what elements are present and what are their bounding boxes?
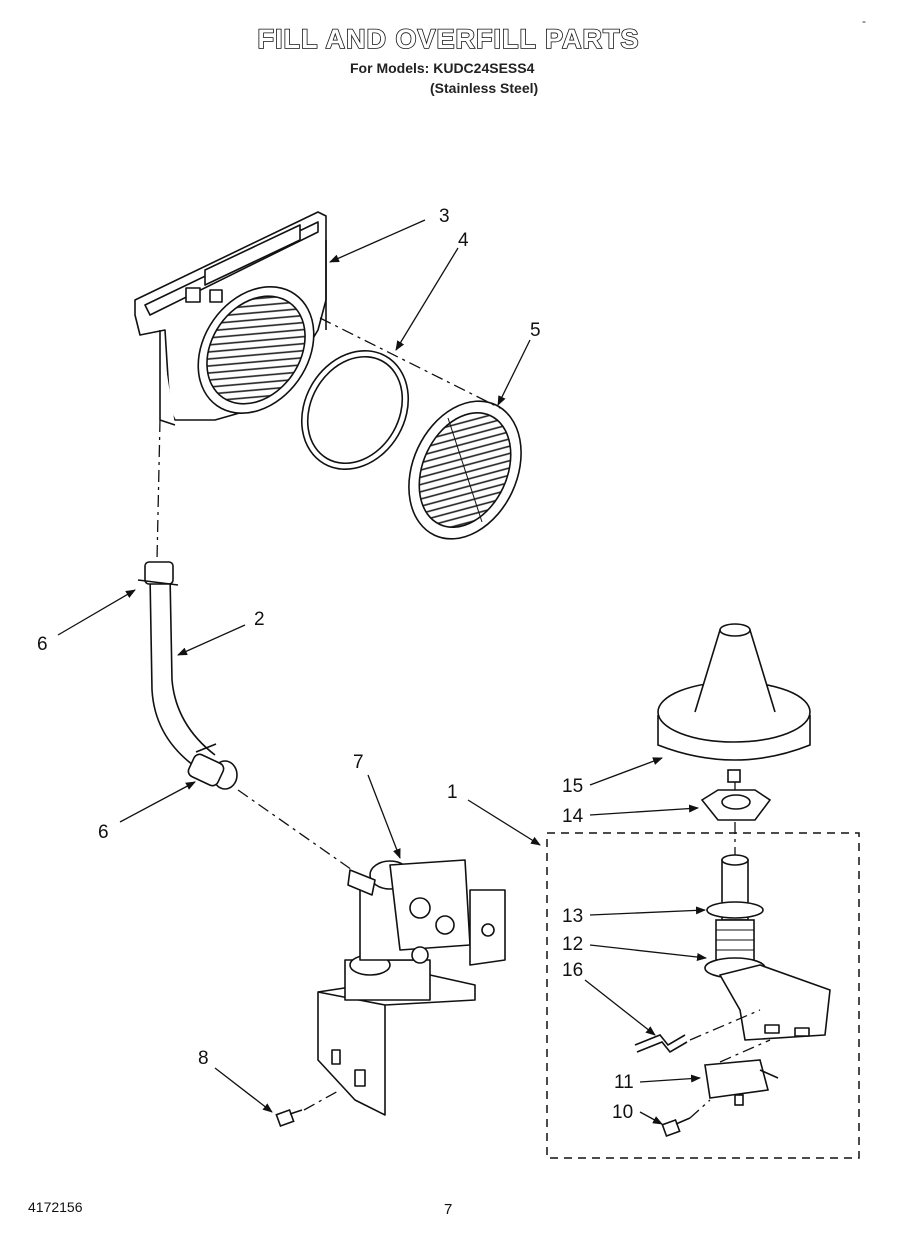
callout-1: 1	[447, 782, 458, 803]
callout-6-lower: 6	[98, 822, 109, 843]
fill-hose	[149, 574, 216, 771]
float-switch-group-box	[546, 832, 860, 1159]
models-line: For Models: KUDC24SESS4	[350, 60, 535, 76]
callout-13: 13	[562, 906, 583, 927]
assembly-lines	[156, 317, 771, 1119]
screw-10	[661, 1117, 691, 1138]
callout-14: 14	[562, 806, 584, 827]
callout-15: 15	[562, 776, 583, 797]
fill-valve-assembly	[317, 859, 506, 1116]
callout-3: 3	[439, 206, 450, 227]
switch-bracket	[719, 964, 831, 1041]
microswitch-11	[704, 1059, 779, 1106]
callout-4: 4	[458, 230, 469, 251]
callout-16: 16	[562, 960, 583, 981]
hex-nut	[700, 789, 772, 821]
callout-2: 2	[254, 609, 265, 630]
page-title: FILL AND OVERFILL PARTS	[257, 23, 640, 55]
page-number: 7	[444, 1201, 453, 1218]
material-line: (Stainless Steel)	[430, 80, 539, 96]
hose-clamp-upper	[137, 561, 179, 586]
screw-8	[275, 1108, 303, 1128]
float-stem	[704, 854, 766, 979]
lever-16	[634, 1034, 688, 1054]
corner-mark: -	[862, 14, 866, 28]
washer-13	[706, 901, 764, 919]
float	[657, 623, 811, 783]
callout-11: 11	[614, 1072, 634, 1093]
leader-lines	[57, 219, 707, 1125]
callout-8: 8	[198, 1048, 209, 1069]
callout-5: 5	[530, 320, 541, 341]
callout-12: 12	[562, 934, 583, 955]
document-number: 4172156	[28, 1199, 83, 1215]
vent-grille	[408, 400, 522, 540]
gasket-ring	[300, 349, 410, 471]
hose-clamp-lower	[187, 743, 238, 790]
fill-funnel-housing	[134, 211, 327, 426]
callout-6-upper: 6	[37, 634, 48, 655]
callout-7: 7	[353, 752, 364, 773]
callout-10: 10	[612, 1102, 633, 1123]
